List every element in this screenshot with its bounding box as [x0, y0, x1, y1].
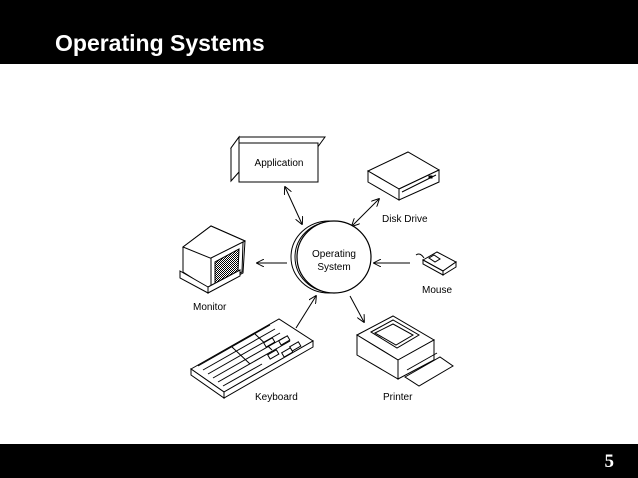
arrow-disk-drive [352, 199, 379, 226]
arrow-keyboard [295, 296, 316, 329]
os-label-line2: System [317, 262, 350, 273]
operating-system-node: Operating System [290, 220, 372, 294]
disk-drive-node: Disk Drive [366, 151, 441, 225]
monitor-icon [179, 225, 247, 294]
footer-bar: 5 [0, 444, 638, 478]
printer-node: Printer [355, 315, 454, 403]
mouse-icon [415, 251, 457, 276]
title-bar: Operating Systems [0, 0, 638, 64]
mouse-label: Mouse [422, 285, 452, 296]
keyboard-node: Keyboard [190, 318, 314, 403]
disk-drive-icon [366, 151, 441, 201]
page-number: 5 [604, 451, 615, 472]
application-node: Application [230, 135, 326, 183]
printer-icon [355, 315, 454, 387]
connection-arrows [257, 187, 410, 329]
application-label: Application [255, 158, 304, 169]
slide-title: Operating Systems [55, 30, 265, 56]
mouse-node: Mouse [415, 251, 457, 296]
keyboard-label: Keyboard [255, 392, 298, 403]
arrow-printer [349, 295, 364, 322]
printer-label: Printer [383, 392, 413, 403]
monitor-node: Monitor [179, 225, 247, 313]
monitor-label: Monitor [193, 302, 227, 313]
keyboard-icon [190, 318, 314, 399]
os-label-line1: Operating [312, 249, 356, 260]
arrow-application [285, 187, 302, 224]
disk-drive-label: Disk Drive [382, 214, 428, 225]
